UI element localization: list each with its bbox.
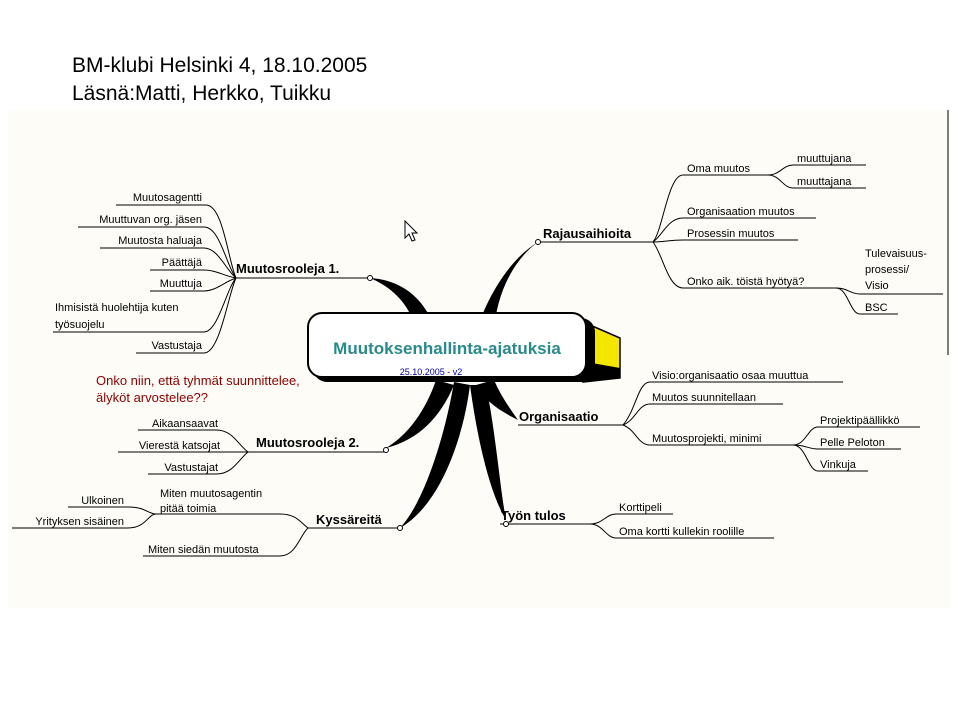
mindmap-panel: Muutoksenhallinta-ajatuksia 25.10.2005 -… (8, 110, 951, 608)
onko-tulevaisuus-line1: Tulevaisuus- (865, 248, 927, 260)
mouse-cursor-icon (404, 219, 419, 242)
branch-connector-muutosrooleja2 (386, 380, 454, 448)
role2-aikaansaavat: Aikaansaavat (152, 418, 218, 430)
role-muuttuvan-org-jasen: Muuttuvan org. jäsen (99, 214, 202, 226)
question-miten-sieda: Miten siedän muutosta (148, 544, 260, 556)
branch-label-muutosrooleja2: Muutosrooleja 2. (256, 435, 359, 450)
rajaus-prosessin-muutos: Prosessin muutos (687, 228, 775, 240)
branch-connector-tyon-tulos (470, 385, 506, 520)
branch-label-muutosrooleja1: Muutosrooleja 1. (236, 261, 339, 276)
question-muutosagentti-line2: pitää toimia (160, 503, 217, 515)
mindmap-canvas: Muutoksenhallinta-ajatuksia 25.10.2005 -… (12, 110, 949, 557)
org-visio: Visio:organisaatio osaa muuttua (652, 370, 809, 382)
tulos-oma-kortti: Oma kortti kullekin roolille (619, 526, 744, 538)
role-muutosta-haluaja: Muutosta haluaja (118, 235, 203, 247)
branch-kyssareita: Kyssäreitä Miten muutosagentin pitää toi… (12, 488, 403, 557)
role-vastustaja: Vastustaja (151, 340, 202, 352)
org-suunnitellaan: Muutos suunnitellaan (652, 392, 756, 404)
onko-tulevaisuus-line2: prosessi/ (865, 264, 910, 276)
slide-title-line-2: Läsnä:Matti, Herkko, Tuikku (72, 82, 332, 105)
rajaus-onko-hyotya: Onko aik. töistä hyötyä? (687, 276, 804, 288)
question-note-line1: Onko niin, että tyhmät suunnittelee, (96, 373, 300, 388)
central-topic: Muutoksenhallinta-ajatuksia 25.10.2005 -… (307, 312, 621, 383)
answer-ulkoinen: Ulkoinen (81, 495, 124, 507)
branch-tyon-tulos: Työn tulos Korttipeli Oma kortti kulleki… (500, 502, 774, 539)
onko-tulevaisuus-line3: Visio (865, 280, 889, 292)
branch-label-kyssareita: Kyssäreitä (316, 512, 383, 527)
branch-connector-rajausaihioita (476, 242, 538, 332)
question-note-line2: älyköt arvostelee?? (96, 390, 208, 405)
role2-vieresta-katsojat: Vierestä katsojat (139, 440, 220, 452)
oma-muutos-muuttujana: muuttujana (797, 153, 852, 165)
central-topic-subtitle: 25.10.2005 - v2 (400, 367, 463, 377)
branch-label-tyon-tulos: Työn tulos (501, 508, 566, 523)
role-muutosagentti: Muutosagentti (133, 192, 202, 204)
role-paattaja: Päättäjä (162, 257, 203, 269)
projekti-vinkuja: Vinkuja (820, 459, 857, 471)
branch-label-rajausaihioita: Rajausaihioita (543, 226, 632, 241)
branch-muutosrooleja2: Muutosrooleja 2. Aikaansaavat Vierestä k… (118, 418, 389, 475)
rajaus-oma-muutos: Oma muutos (687, 163, 750, 175)
branch-label-organisaatio: Organisaatio (519, 409, 599, 424)
branch-muutosrooleja1: Muutosrooleja 1. Muutosagentti Muuttuvan… (53, 192, 373, 354)
slide-title-line-1: BM-klubi Helsinki 4, 18.10.2005 (72, 54, 368, 77)
oma-muutos-muuttajana: muuttajana (797, 176, 852, 188)
tulos-korttipeli: Korttipeli (619, 502, 662, 514)
projekti-projektipaallikko: Projektipäällikkö (820, 415, 899, 427)
onko-bsc: BSC (865, 302, 888, 314)
answer-yrityksen-sisainen: Yrityksen sisäinen (35, 516, 124, 528)
org-muutosprojekti: Muutosprojekti, minimi (652, 433, 761, 445)
branch-organisaatio: Organisaatio Visio:organisaatio osaa muu… (518, 370, 920, 472)
role-muuttuja: Muuttuja (160, 278, 203, 290)
rajaus-organisaation-muutos: Organisaation muutos (687, 206, 795, 218)
branch-connector-kyssareita (400, 382, 470, 528)
role-ihmisista-huolehtija-line2: työsuojelu (55, 319, 105, 331)
projekti-pelle-peloton: Pelle Peloton (820, 437, 885, 449)
role2-vastustajat: Vastustajat (164, 462, 218, 474)
branch-rajausaihioita: Rajausaihioita Oma muutos Organisaation … (535, 153, 943, 315)
question-muutosagentti-line1: Miten muutosagentin (160, 488, 262, 500)
central-topic-title: Muutoksenhallinta-ajatuksia (333, 339, 561, 358)
role-ihmisista-huolehtija-line1: Ihmisistä huolehtija kuten (55, 302, 179, 314)
